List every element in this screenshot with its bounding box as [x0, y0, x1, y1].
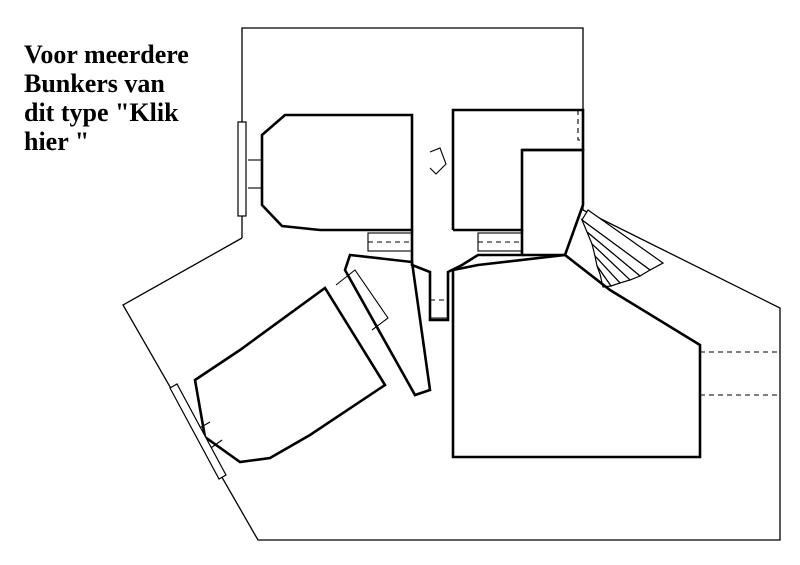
upper-right-niche — [577, 110, 583, 141]
more-bunkers-link[interactable]: Voor meerdere Bunkers van dit type "Klik… — [24, 40, 234, 156]
angled-corridor — [343, 253, 432, 397]
caption-line-1: Voor meerdere — [24, 40, 189, 69]
caption-line-4: hier " — [24, 127, 90, 156]
stair-shaft — [522, 148, 585, 257]
lower-right-room — [451, 253, 702, 459]
caption-line-2: Bunkers van — [24, 69, 165, 98]
lower-left-room — [193, 286, 387, 464]
upper-left-room — [260, 113, 414, 232]
lower-left-outer-door — [169, 383, 227, 480]
central-hub — [410, 230, 524, 322]
staircase — [580, 209, 665, 288]
left-outer-door — [237, 121, 247, 217]
outer-boundary — [122, 27, 781, 541]
caption-line-3: dit type "Klik — [24, 98, 179, 127]
upper-right-room — [451, 108, 585, 232]
passage-lock — [429, 147, 447, 175]
